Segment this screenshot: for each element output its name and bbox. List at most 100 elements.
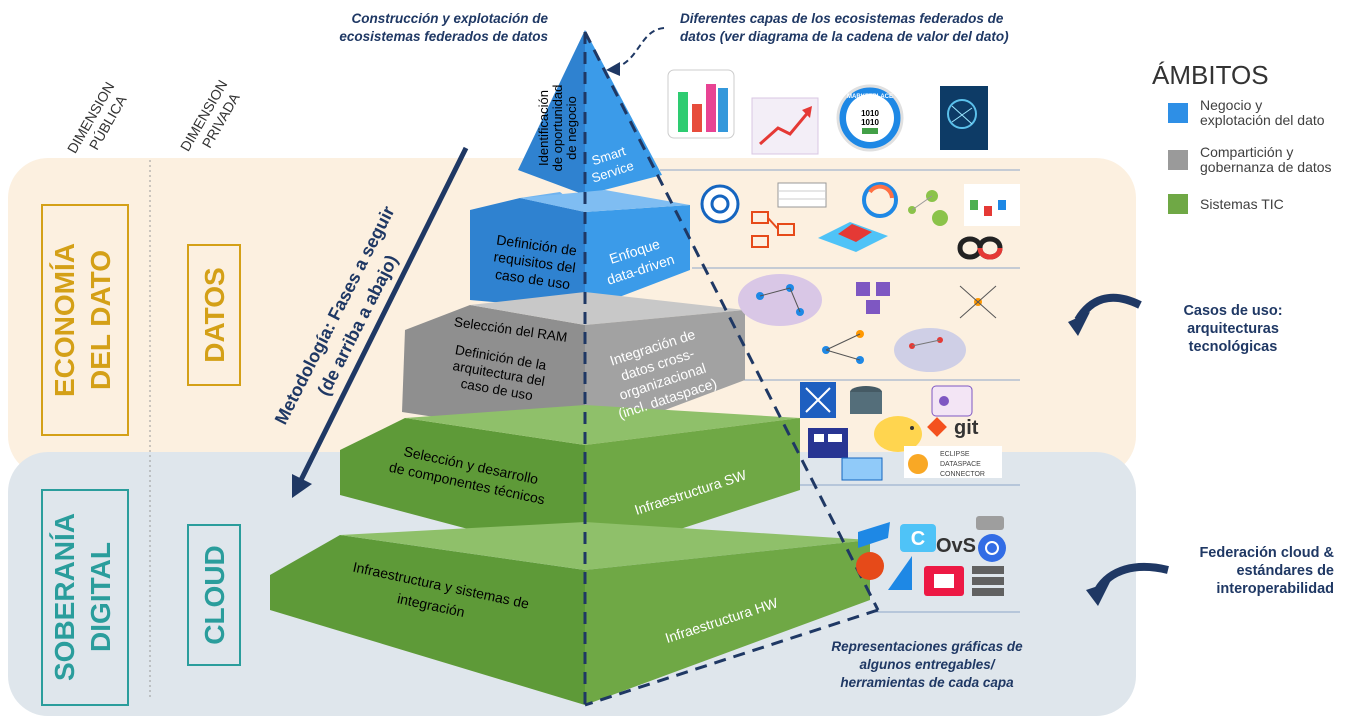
datos-label: DATOS: [199, 267, 230, 362]
tier4-right-face: [585, 418, 800, 560]
pyramid-base-edge: [584, 608, 879, 707]
legend-label: Sistemas TIC: [1200, 195, 1284, 212]
economia-box: [41, 204, 129, 436]
network-graph-icon: [822, 330, 864, 364]
svg-text:DATASPACE: DATASPACE: [940, 461, 981, 468]
svg-text:de negocio: de negocio: [564, 96, 579, 160]
tier5-left-face: [270, 535, 585, 705]
tier2-right-face: [585, 205, 690, 310]
legend: ÁMBITOS: [1152, 60, 1362, 99]
tier4-top: [405, 405, 800, 445]
gear-icon: [700, 184, 740, 224]
cluster-graph-icon: [738, 274, 822, 326]
datos-box: [187, 244, 241, 386]
legend-swatch: [1168, 194, 1188, 214]
legend-label: Negocio y explotación del dato: [1200, 97, 1325, 128]
economia-label: ECONOMÍA DEL DATO: [49, 243, 116, 397]
svg-text:1010: 1010: [861, 109, 879, 118]
tier2-left-face: [470, 198, 585, 310]
dashboard-icon: [808, 428, 848, 458]
casos-arrowhead: [1068, 312, 1090, 336]
kubernetes-icon: [978, 534, 1006, 562]
top-note-arrow: [614, 27, 665, 69]
legend-title: ÁMBITOS: [1152, 60, 1269, 90]
svg-text:DIGITAL: DIGITAL: [85, 542, 116, 652]
tier5-top: [340, 522, 870, 570]
svg-text:Identificación: Identificación: [536, 90, 551, 166]
legend-swatch: [1168, 150, 1188, 170]
legend-swatch: [1168, 103, 1188, 123]
svg-text:1010: 1010: [861, 118, 879, 127]
svg-text:SOBERANÍA: SOBERANÍA: [49, 513, 80, 681]
casos-arrow: [1074, 293, 1142, 323]
hadoop-elephant-icon: [874, 416, 922, 452]
federacion-arrowhead: [1086, 582, 1110, 606]
flowchart-icon: [751, 211, 795, 248]
dimension-publica: DIMENSION PÚBLICA: [64, 79, 130, 156]
cloud-box: [187, 524, 241, 666]
openstack-icon: [924, 566, 964, 596]
soberania-label: SOBERANÍA DIGITAL: [49, 513, 116, 681]
tier4-left-face: [340, 418, 585, 560]
svg-text:ECONOMÍA: ECONOMÍA: [49, 243, 80, 397]
lattice-icon: [800, 382, 836, 418]
svg-text:DEL DATO: DEL DATO: [85, 250, 116, 390]
stack-logo-icon: [858, 522, 890, 548]
svg-text:de oportunidad: de oportunidad: [550, 85, 565, 172]
svg-text:MARKETPLACE: MARKETPLACE: [847, 94, 893, 100]
legend-item-sistemas: Sistemas TIC: [1168, 194, 1284, 214]
bar-chart-icon: [667, 69, 735, 139]
cloud-tool-icon: [976, 516, 1004, 530]
prometheus-icon: [856, 552, 884, 580]
top-right-note: Diferentes capas de los ecosistemas fede…: [680, 11, 1009, 44]
c-logo-icon: C: [900, 524, 936, 552]
line-chart-icon: [751, 97, 819, 155]
eclipse-dataspace-connector-icon: ECLIPSE DATASPACE CONNECTOR: [904, 446, 1002, 478]
svg-text:git: git: [954, 417, 979, 439]
toolbox-icon: [841, 457, 883, 481]
tier1-left-face: [518, 30, 585, 195]
tier2-left-label: Definición de requisitos del caso de uso: [493, 231, 578, 292]
svg-text:OvS: OvS: [936, 535, 976, 557]
cube-network-icon: [856, 282, 890, 314]
pyramid-right-edge: [583, 31, 880, 611]
tier3-top: [470, 292, 745, 325]
cloud-label: CLOUD: [199, 545, 230, 645]
database-icon: [850, 386, 882, 414]
refresh-icon: [862, 182, 898, 218]
methodology-arrowhead: [292, 474, 312, 498]
svg-text:C: C: [911, 528, 925, 550]
infinity-icon: [957, 236, 1003, 260]
marketplace-icon: MARKETPLACE 1010 1010: [836, 84, 904, 152]
svg-text:ECLIPSE: ECLIPSE: [940, 451, 970, 458]
ai-head-icon: [940, 86, 988, 150]
graph-network-icon: [908, 190, 948, 226]
star-graph-icon: [959, 285, 997, 319]
legend-label: Compartición y gobernanza de datos: [1200, 144, 1332, 175]
legend-item-negocio: Negocio y explotación del dato: [1168, 98, 1325, 128]
bubble-graph-icon: [894, 328, 966, 372]
id-card-icon: [931, 385, 973, 417]
dimension-privada: DIMENSION PRIVADA: [177, 77, 243, 154]
tier5-right-face: [585, 540, 870, 705]
ovs-logo-icon: OvS: [936, 535, 976, 557]
legend-item-comparticion: Compartición y gobernanza de datos: [1168, 145, 1332, 175]
tier3-left-face: [402, 305, 585, 440]
svg-text:CONNECTOR: CONNECTOR: [940, 471, 985, 478]
spreadsheet-icon: [777, 182, 827, 208]
surface-plot-icon: [818, 222, 888, 252]
federacion-arrow: [1094, 563, 1169, 593]
methodology-arrow: [297, 146, 469, 484]
git-icon: git: [927, 417, 979, 439]
sail-icon: [888, 556, 912, 590]
tier2-top-right: [520, 190, 690, 212]
boxplot-icon: [964, 184, 1020, 226]
soberania-box: [41, 489, 129, 706]
server-rack-icon: [972, 566, 1004, 596]
